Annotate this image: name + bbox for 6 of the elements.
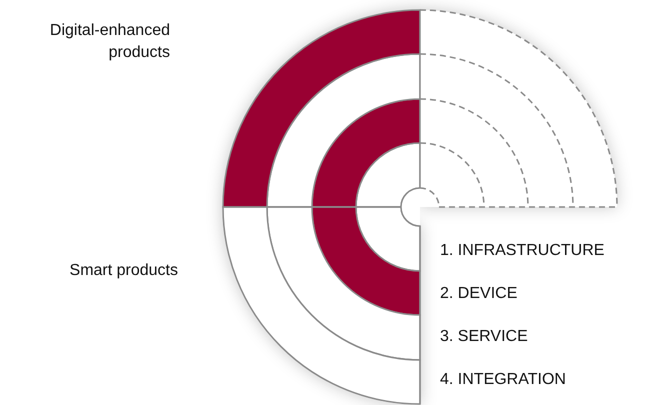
- category-label: Digital-enhanced products: [48, 21, 170, 63]
- category-label: Smart products: [68, 261, 178, 281]
- layer-label: 1. INFRASTRUCTURE: [440, 241, 606, 261]
- layer-label: 3. SERVICE: [440, 327, 529, 347]
- layer-label: 4. INTEGRATION: [440, 370, 567, 390]
- layer-label: 2. DEVICE: [440, 284, 518, 304]
